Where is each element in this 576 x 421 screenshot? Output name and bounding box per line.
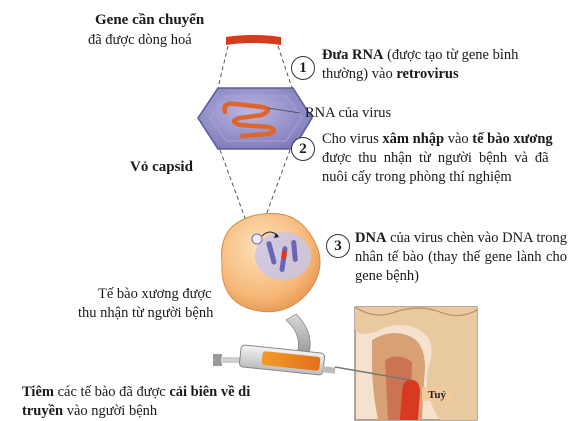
bone-cell-label-line1: Tế bào xương được [98, 285, 212, 304]
injection-caption: Tiêm các tế bào đã được cải biên về di t… [22, 383, 284, 421]
gene-label-line2: đã được dòng hoá [88, 31, 192, 50]
gene-fragment [226, 35, 281, 45]
injection-bold-a: Tiêm [22, 384, 54, 400]
step-2-bold-b: tế bào xương [472, 131, 552, 147]
step-2-bold-a: xâm nhập [382, 131, 444, 147]
step-2-a: Cho virus [322, 131, 382, 147]
injection-a: các tế bào đã được [54, 384, 169, 400]
bone-inset [355, 307, 477, 420]
step-3-number: 3 [326, 234, 350, 258]
step-2-number: 2 [291, 137, 315, 161]
step-1-text: Đưa RNA (được tạo từ gene bình thường) v… [322, 46, 552, 84]
step-3-bold: DNA [355, 230, 386, 246]
marrow-label: Tuỷ [428, 386, 446, 405]
gene-label-line1: Gene cần chuyển [95, 11, 204, 30]
bone-cell [222, 213, 320, 311]
step-2-text: Cho virus xâm nhập vào tế bào xương được… [322, 130, 552, 187]
capsid-label: Vỏ capsid [130, 158, 193, 177]
step-2-b: vào [444, 131, 472, 147]
step-1-number: 1 [291, 56, 315, 80]
step-1-bold-a: Đưa RNA [322, 47, 383, 63]
rna-virus-label: RNA của virus [305, 104, 391, 123]
bone-cell-label-line2: thu nhận từ người bệnh [78, 304, 213, 323]
step-1-bold-b: retrovirus [396, 66, 458, 82]
step-2-c: được thu nhận từ người bệnh và đã nuôi c… [322, 150, 549, 185]
injection-b: vào người bệnh [63, 403, 157, 419]
step-3-text: DNA của virus chèn vào DNA trong nhân tế… [355, 229, 567, 286]
step-3-body: của virus chèn vào DNA trong nhân tế bào… [355, 230, 567, 284]
